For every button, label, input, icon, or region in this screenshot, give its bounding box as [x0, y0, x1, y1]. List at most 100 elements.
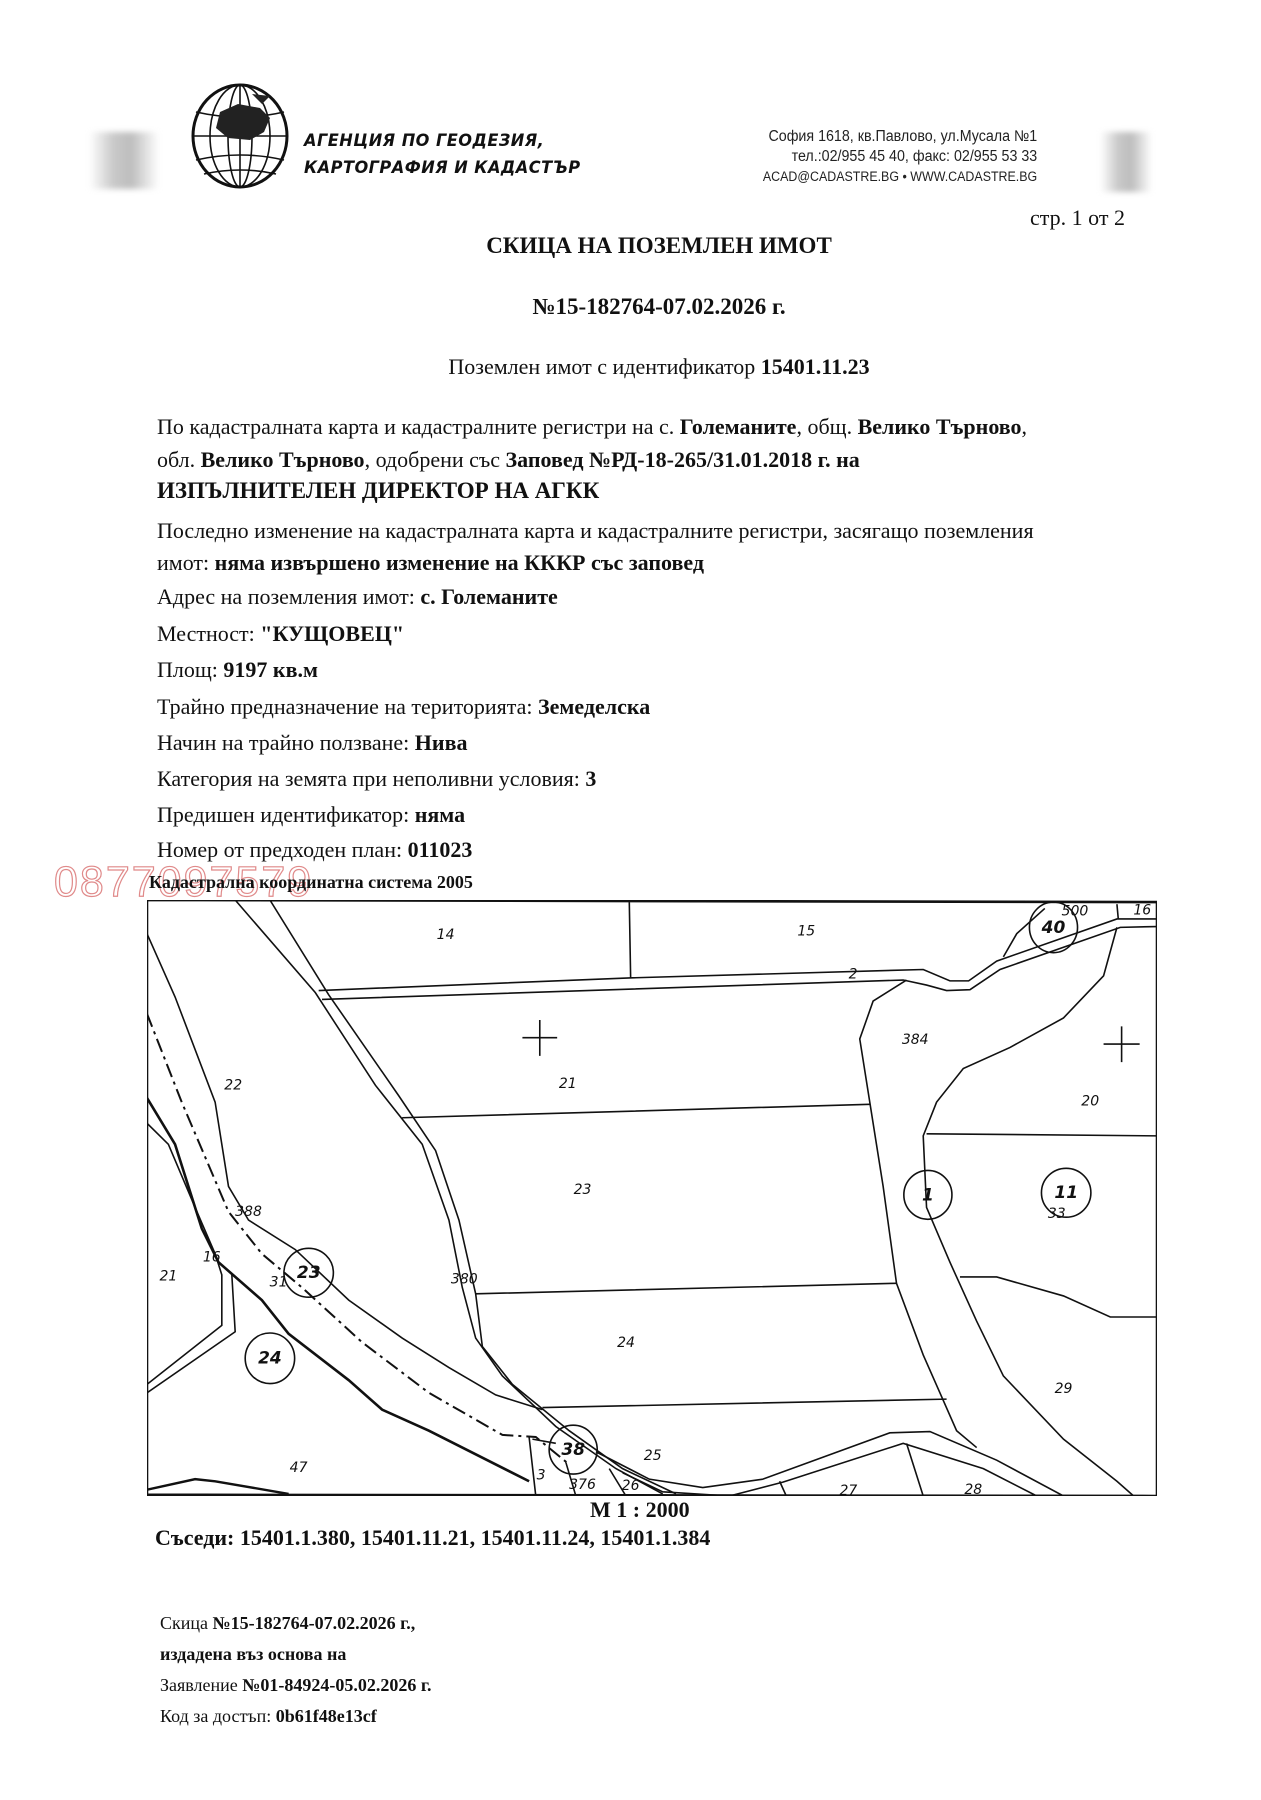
field-value: с. Големаните	[420, 584, 558, 609]
field-value: Нива	[414, 730, 468, 755]
coordinate-system: Кадастрална координатна система 2005	[149, 872, 473, 892]
parcel-label: 376	[569, 1477, 596, 1493]
field-value: "КУЩОВЕЦ"	[260, 621, 405, 646]
circled-label: 1	[922, 1185, 934, 1205]
left-parcel-boundary-thick	[147, 1098, 529, 1481]
parcel-3-boundary	[529, 1437, 626, 1496]
text: Скица	[160, 1613, 213, 1633]
parcel-label: 3	[537, 1468, 546, 1484]
top-road-lower	[322, 927, 1157, 1000]
property-field: Категория на земята при неполивни услови…	[157, 766, 596, 792]
parcel-label: 384	[902, 1032, 929, 1048]
agency-web: ACAD@CADASTRE.BG • WWW.CADASTRE.BG	[762, 169, 1037, 184]
parcel-label: 16	[203, 1249, 221, 1265]
region: Велико Търново	[200, 447, 365, 472]
property-field: Площ: 9197 кв.м	[157, 657, 318, 683]
sketch-number: №15-182764-07.02.2026 г.,	[212, 1613, 416, 1633]
page-number: стр. 1 от 2	[1030, 205, 1125, 230]
text: ,	[1021, 414, 1028, 439]
order: Заповед №РД-18-265/31.01.2018 г. на	[505, 447, 860, 472]
cross-marker-icon	[522, 1020, 1139, 1062]
cadastre-line-3: ИЗПЪЛНИТЕЛЕН ДИРЕКТОР НА АГКК	[157, 478, 600, 503]
agency-name-line2: КАРТОГРАФИЯ И КАДАСТЪР	[304, 158, 581, 178]
agency-contacts: София 1618, кв.Павлово, ул.Мусала №1 тел…	[763, 127, 1037, 187]
circled-label: 23	[297, 1263, 321, 1283]
parcel-label: 388	[235, 1204, 262, 1220]
village: Големаните	[679, 414, 797, 439]
parcel-label: 25	[644, 1448, 662, 1464]
text: , одобрени със	[364, 447, 506, 472]
footer-line-3: Заявление №01-84924-05.02.2026 г.	[160, 1675, 432, 1696]
property-field: Трайно предназначение на територията: Зе…	[157, 694, 650, 720]
bottom-road	[596, 1432, 1064, 1496]
scan-shadow-left	[89, 132, 159, 189]
parcel-label: 33	[1048, 1206, 1066, 1222]
circle-marker	[904, 1170, 952, 1219]
circled-label: 24	[258, 1349, 282, 1369]
field-value: 3	[585, 766, 597, 791]
parcel-label: 24	[617, 1335, 635, 1351]
last-change-line-2: имот: няма извършено изменение на КККР с…	[157, 550, 704, 576]
identifier-label: Поземлен имот с идентификатор	[448, 354, 761, 379]
field-value: Земеделска	[538, 694, 651, 719]
field-label: Площ:	[157, 657, 224, 682]
map-scale: М 1 : 2000	[590, 1497, 690, 1522]
left-parcel-boundary	[147, 934, 542, 1410]
parcel-label: 21	[559, 1076, 577, 1092]
access-code: 0b61f48e13cf	[275, 1706, 377, 1726]
circle-marker	[1029, 902, 1077, 953]
parcel-21-boundary	[147, 1123, 235, 1393]
field-value: няма	[414, 802, 466, 827]
circled-label: 11	[1054, 1183, 1078, 1203]
neighbors: Съседи: 15401.1.380, 15401.11.21, 15401.…	[155, 1525, 711, 1550]
map-border	[147, 900, 1157, 1496]
parcel-label: 26	[622, 1478, 640, 1494]
circled-label: 40	[1041, 918, 1066, 938]
field-label: Начин на трайно ползване:	[157, 730, 415, 755]
property-field: Адрес на поземления имот: с. Големаните	[157, 584, 558, 610]
cadastre-line-1: По кадастралната карта и кадастралните р…	[157, 414, 1027, 440]
municipality: Велико Търново	[857, 414, 1022, 439]
agency-name-line1: АГЕНЦИЯ ПО ГЕОДЕЗИЯ,	[304, 131, 545, 151]
parcel-label: 22	[224, 1078, 242, 1094]
field-label: Адрес на поземления имот:	[157, 584, 421, 609]
text: обл.	[157, 447, 201, 472]
circle-marker	[284, 1248, 333, 1297]
cadastre-line-2: обл. Велико Търново, одобрени със Запове…	[157, 447, 860, 473]
dash-dot-line	[147, 1014, 569, 1465]
field-value: 011023	[407, 837, 473, 862]
parcel-label: 47	[290, 1460, 308, 1476]
parcel-label: 21	[159, 1268, 177, 1284]
document-title: СКИЦА НА ПОЗЕМЛЕН ИМОТ	[486, 233, 832, 258]
parcel-label: 28	[964, 1482, 982, 1496]
last-change-line-1: Последно изменение на кадастралната карт…	[157, 518, 1034, 543]
field-label: Категория на земята при неполивни услови…	[157, 766, 586, 791]
text: Код за достъп:	[160, 1706, 276, 1726]
parcel-label: 380	[451, 1271, 478, 1287]
parcel-label: 31	[270, 1275, 288, 1291]
field-label: Трайно предназначение на територията:	[157, 694, 539, 719]
field-label: Предишен идентификатор:	[157, 802, 415, 827]
footer-line-4: Код за достъп: 0b61f48e13cf	[160, 1706, 377, 1727]
property-identifier: Поземлен имот с идентификатор 15401.11.2…	[0, 354, 1261, 380]
parcel-label: 14	[437, 927, 455, 943]
field-label: Местност:	[157, 621, 261, 646]
scan-shadow-right	[1100, 132, 1152, 192]
road-left-edge	[235, 900, 663, 1494]
parcel-boundary	[629, 902, 1118, 978]
agency-address: София 1618, кв.Павлово, ул.Мусала №1	[768, 128, 1037, 145]
field-value: 9197 кв.м	[223, 657, 318, 682]
identifier-value: 15401.11.23	[760, 354, 870, 379]
circle-marker	[245, 1333, 294, 1384]
document-number: №15-182764-07.02.2026 г.	[532, 294, 786, 319]
property-field: Предишен идентификатор: няма	[157, 802, 465, 828]
agency-name: АГЕНЦИЯ ПО ГЕОДЕЗИЯ, КАРТОГРАФИЯ И КАДАС…	[304, 128, 581, 182]
circle-marker	[1041, 1168, 1090, 1217]
parcel-label: 20	[1081, 1094, 1099, 1110]
text: Заявление	[160, 1675, 243, 1695]
footer-line-2: издадена въз основа на	[160, 1644, 347, 1664]
parcel-label: 15	[797, 923, 815, 939]
parcel-label: 500	[1062, 904, 1089, 920]
text: , общ.	[796, 414, 858, 439]
parcel-label: 16	[1133, 903, 1151, 919]
